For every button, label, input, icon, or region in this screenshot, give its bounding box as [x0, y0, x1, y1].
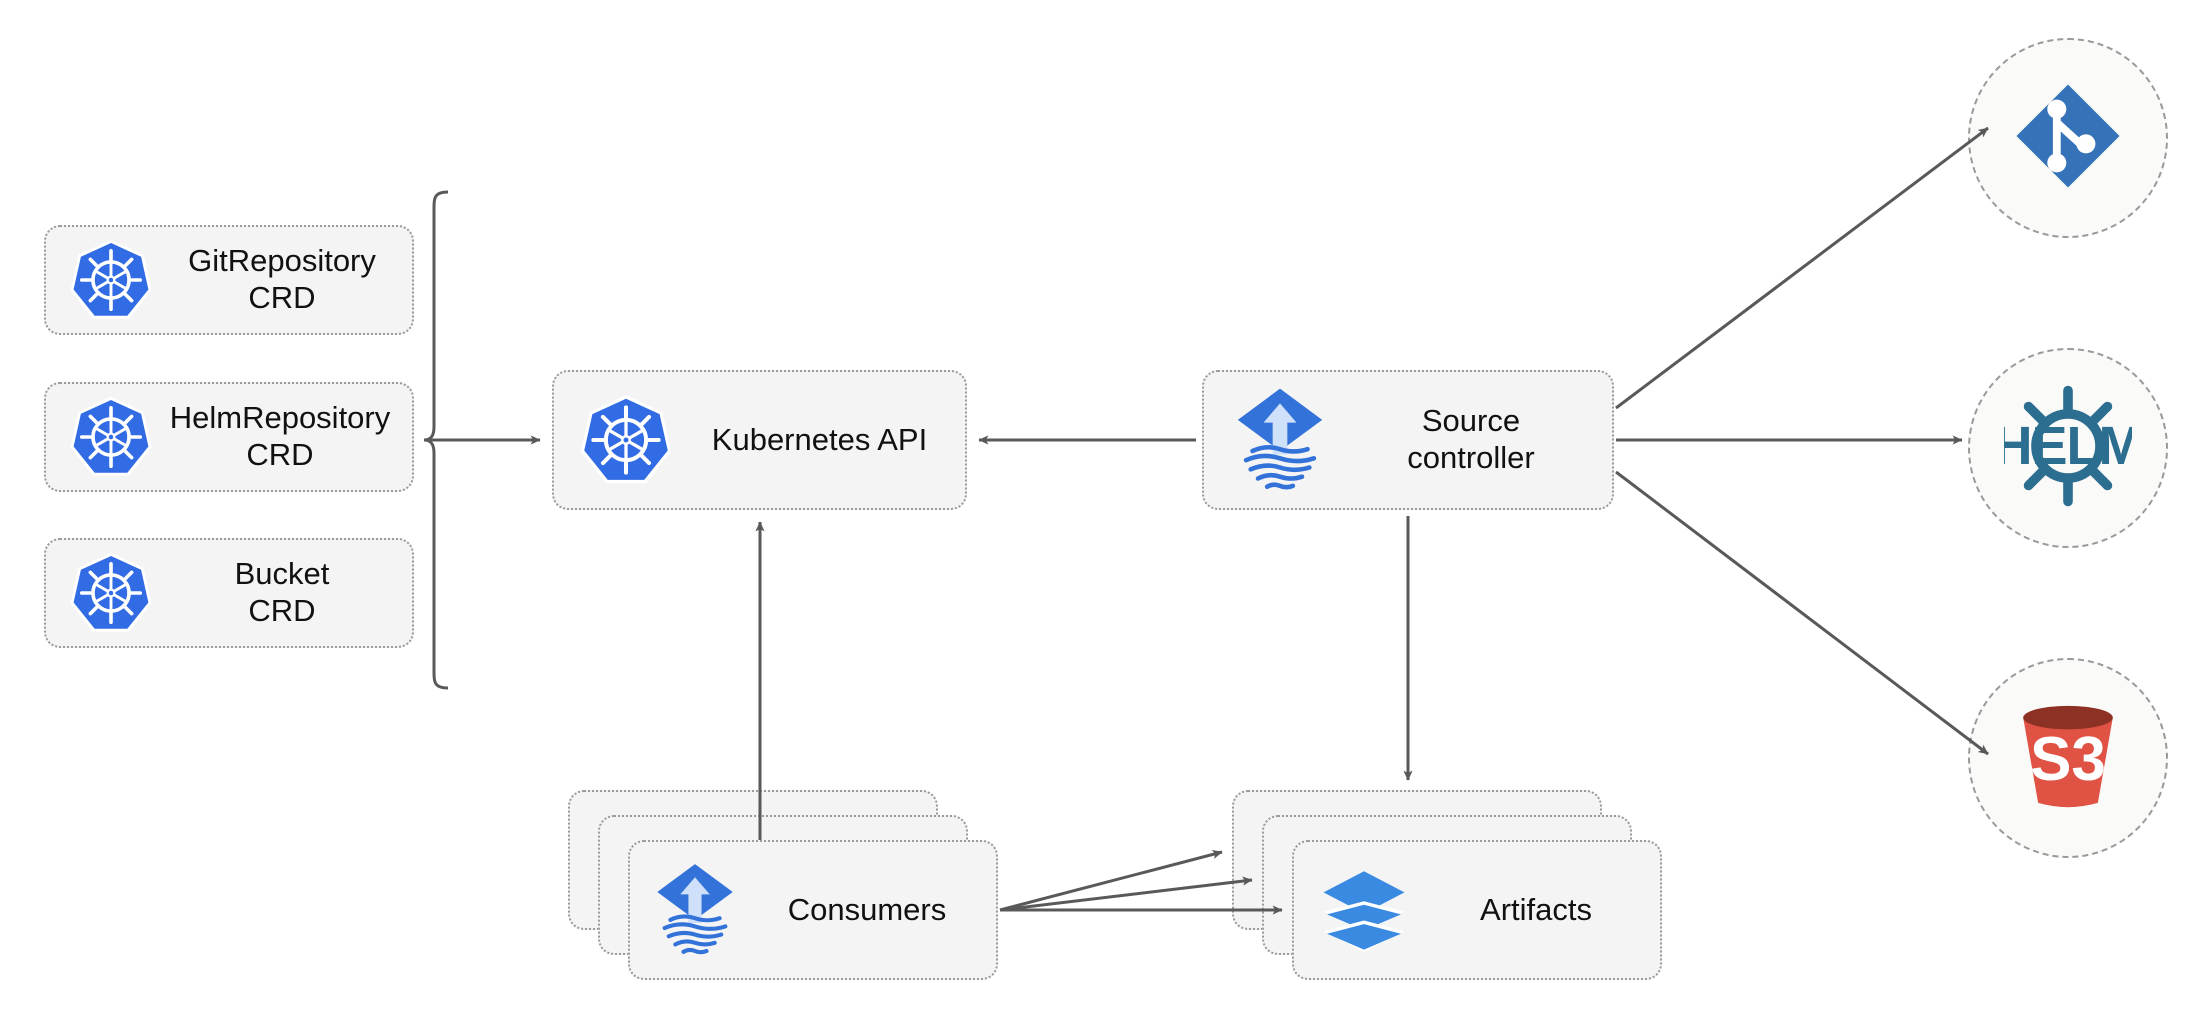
- node-label: Kubernetes API: [711, 421, 928, 457]
- arrow-consumers-to-artifacts-2: [999, 876, 1253, 912]
- kubernetes-icon: [68, 237, 154, 323]
- crd-label: HelmRepository CRD: [169, 400, 391, 472]
- helm-icon: HELM: [2004, 382, 2132, 515]
- crd-group-bracket: [423, 190, 449, 690]
- kubernetes-icon: [578, 392, 674, 488]
- flux-icon: [654, 860, 736, 960]
- arrow-consumers-to-artifacts-1: [999, 849, 1223, 912]
- flux-icon: [1234, 385, 1326, 495]
- crd-box-gitrepository[interactable]: GitRepository CRD: [44, 225, 414, 335]
- crd-box-helmrepository[interactable]: HelmRepository CRD: [44, 382, 414, 492]
- node-source-controller[interactable]: Source controller: [1202, 370, 1614, 510]
- arrow-source-to-s3: [1615, 470, 1989, 756]
- git-icon: [2012, 80, 2124, 197]
- node-artifacts[interactable]: Artifacts: [1292, 840, 1662, 980]
- helm-label: HELM: [2004, 416, 2132, 476]
- node-label: Source controller: [1407, 403, 1535, 475]
- source-circle-helm[interactable]: HELM: [1968, 348, 2168, 548]
- node-label: Consumers: [787, 891, 947, 927]
- s3-label: S3: [2030, 725, 2106, 794]
- layers-icon: [1320, 866, 1408, 954]
- node-label: Artifacts: [1480, 891, 1592, 927]
- crd-label: GitRepository CRD: [188, 243, 376, 315]
- s3-icon: S3: [2004, 692, 2132, 825]
- crd-box-bucket[interactable]: Bucket CRD: [44, 538, 414, 648]
- node-consumers[interactable]: Consumers: [628, 840, 998, 980]
- kubernetes-icon: [68, 550, 154, 636]
- source-circle-s3[interactable]: S3: [1968, 658, 2168, 858]
- source-circle-git[interactable]: [1968, 38, 2168, 238]
- node-kubernetes-api[interactable]: Kubernetes API: [552, 370, 967, 510]
- crd-label: Bucket CRD: [234, 556, 330, 628]
- kubernetes-icon: [68, 394, 154, 480]
- arrow-source-to-git: [1615, 126, 1989, 410]
